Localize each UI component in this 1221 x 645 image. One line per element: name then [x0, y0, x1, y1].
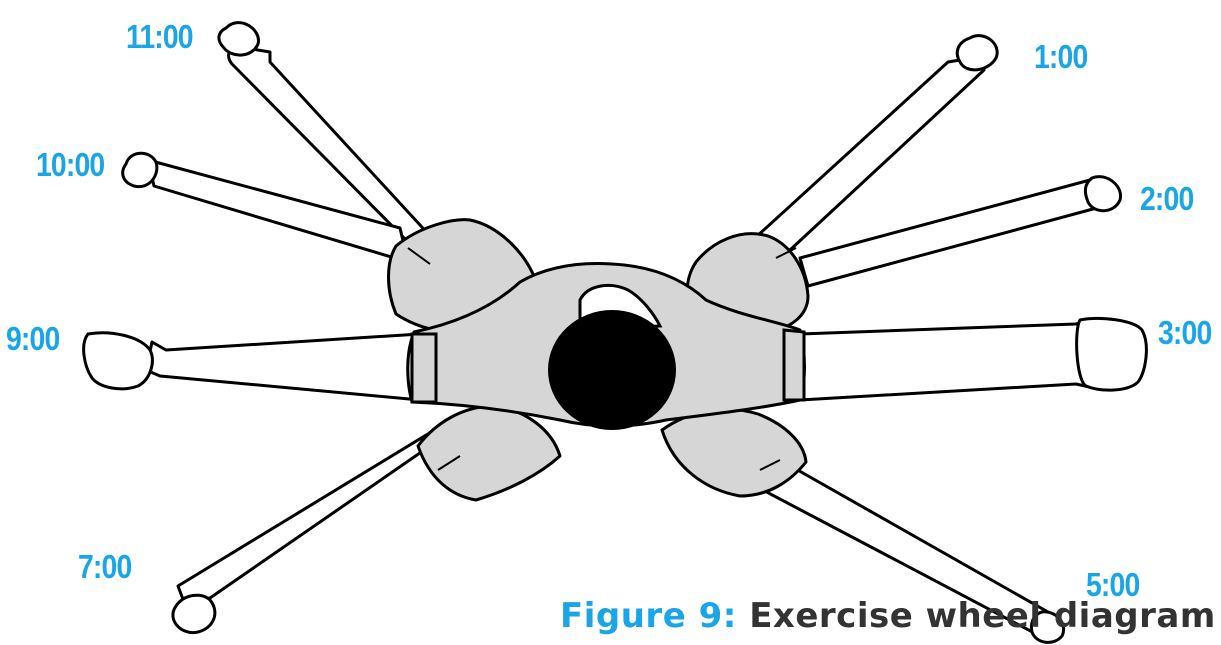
label-1-00: 1:00: [1034, 38, 1087, 76]
label-9-00-text: 9:00: [6, 320, 59, 357]
label-2-00-text: 2:00: [1140, 180, 1193, 217]
label-10-00-text: 10:00: [36, 146, 104, 183]
shorts-lower-right: [662, 409, 806, 496]
label-3-00: 3:00: [1158, 314, 1211, 352]
shorts-lower-left: [418, 406, 560, 500]
label-3-00-text: 3:00: [1158, 314, 1211, 351]
figure-caption: Figure 9: Exercise wheel diagram: [560, 596, 1216, 636]
label-11-00-text: 11:00: [126, 18, 193, 55]
label-1-00-text: 1:00: [1034, 38, 1087, 75]
arm-9-00: [84, 333, 420, 400]
label-11-00: 11:00: [126, 18, 193, 56]
arm-3-00: [800, 318, 1146, 400]
caption-title: Exercise wheel diagram: [749, 596, 1216, 636]
caption-prefix: Figure 9:: [560, 596, 737, 636]
label-10-00: 10:00: [36, 146, 104, 184]
label-2-00: 2:00: [1140, 180, 1193, 218]
sleeve-left: [412, 334, 436, 402]
label-7-00: 7:00: [78, 548, 131, 586]
label-9-00: 9:00: [6, 320, 59, 358]
head: [548, 310, 676, 430]
sleeve-right: [784, 330, 804, 400]
label-7-00-text: 7:00: [78, 548, 131, 585]
